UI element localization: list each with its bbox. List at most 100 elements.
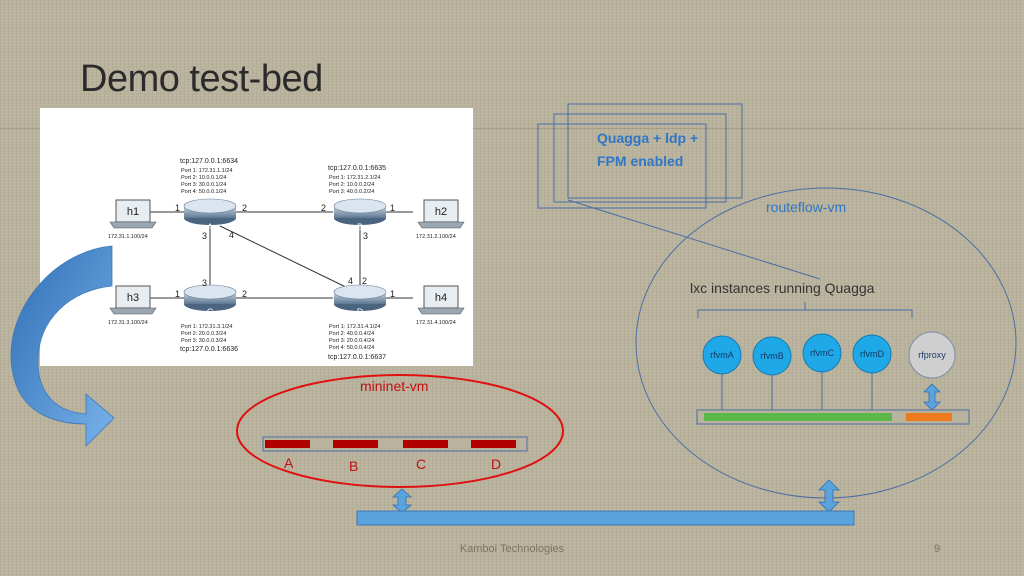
- rfproxy-node: [908, 331, 956, 379]
- callout-line: [567, 199, 821, 280]
- rfvmC-node: [802, 333, 842, 373]
- host-h4: h4: [417, 285, 465, 315]
- port-label: 1: [390, 203, 395, 213]
- curved-arrow: [10, 245, 115, 447]
- mininet-switch-D: [471, 440, 516, 448]
- node-connectors: [721, 372, 873, 410]
- quagga-box-back2: [537, 123, 707, 209]
- port-label: 1: [390, 289, 395, 299]
- host-h1-ip: 172.31.1.100/24: [108, 234, 148, 240]
- switch-C-tcp: tcp:127.0.0.1:6636: [180, 346, 238, 353]
- rfvm-nodes: [702, 331, 956, 379]
- host-h2-label: h2: [435, 206, 447, 218]
- rfvmA-label: rfvmA: [710, 350, 734, 360]
- lxc-label: lxc instances running Quagga: [690, 280, 875, 296]
- rfproxy-double-arrow: [923, 383, 941, 411]
- mininet-vm-ellipse: [236, 374, 564, 488]
- host-h1-label: h1: [127, 206, 139, 218]
- bottom-bus: [356, 510, 855, 526]
- host-h2: h2: [417, 199, 465, 229]
- network-topology-image: A B C D h1 h2: [40, 108, 473, 366]
- routeflow-vm-label: routeflow-vm: [766, 199, 846, 215]
- rfvmB-node: [752, 336, 792, 376]
- port-label: 3: [202, 278, 207, 288]
- topology-svg: A B C D h1 h2: [108, 158, 465, 361]
- rfvmD-label: rfvmD: [860, 349, 884, 359]
- host-h1: h1: [109, 199, 157, 229]
- port-label: 2: [362, 276, 367, 286]
- mininet-switch-A: [265, 440, 310, 448]
- switch-C-port: Port 3: 30.0.0.3/24: [181, 338, 226, 344]
- switch-C-info: Port 1: 172.31.3.1/24 Port 2: 20.0.0.3/2…: [180, 324, 238, 353]
- switch-A-info: tcp:127.0.0.1:6634 Port 1: 172.31.1.1/24…: [180, 158, 238, 195]
- slide-footer: Kamboi Technologies: [459, 543, 565, 555]
- router-B: B: [333, 198, 387, 232]
- port-label: 2: [321, 203, 326, 213]
- page-number: 9: [934, 543, 941, 555]
- switch-A-port: Port 2: 10.0.0.1/24: [181, 175, 226, 181]
- port-label: 3: [363, 231, 368, 241]
- mininet-label-A: A: [284, 455, 294, 471]
- quagga-line2: FPM enabled: [597, 153, 683, 169]
- mininet-vm-label: mininet-vm: [360, 378, 428, 394]
- port-label: 4: [348, 276, 353, 286]
- port-label: 2: [242, 289, 247, 299]
- switch-D-port: Port 1: 172.31.4.1/24: [329, 324, 380, 330]
- mininet-double-arrow: [391, 488, 413, 514]
- switch-D-port: Port 3: 20.0.0.4/24: [329, 338, 374, 344]
- mininet-label-D: D: [491, 456, 501, 472]
- mininet-bus: [262, 436, 528, 452]
- switch-A-port: Port 3: 30.0.0.1/24: [181, 182, 226, 188]
- lxc-brace: [697, 302, 913, 318]
- quagga-line1: Quagga + ldp +: [597, 130, 698, 146]
- router-C: C: [183, 284, 237, 317]
- host-h3: h3: [109, 285, 157, 315]
- quagga-box-back1: [553, 113, 727, 203]
- rfvmB-label: rfvmB: [760, 351, 784, 361]
- routeflow-double-arrow: [818, 479, 840, 513]
- router-C-label: C: [207, 307, 214, 317]
- port-label: 1: [175, 289, 180, 299]
- switch-D-port: Port 2: 40.0.0.4/24: [329, 331, 374, 337]
- router-A: A: [183, 198, 237, 232]
- switch-A-tcp: tcp:127.0.0.1:6634: [180, 158, 238, 165]
- switch-C-port: Port 2: 20.0.0.3/24: [181, 331, 226, 337]
- router-D-label: D: [357, 307, 364, 317]
- switch-B-port: Port 1: 172.31.2.1/24: [329, 175, 380, 181]
- host-h3-ip: 172.31.3.100/24: [108, 320, 148, 326]
- switch-B-info: tcp:127.0.0.1:6635 Port 1: 172.31.2.1/24…: [328, 165, 386, 195]
- switch-A-port: Port 4: 50.0.0.1/24: [181, 189, 226, 195]
- host-h4-label: h4: [435, 292, 447, 304]
- mininet-label-B: B: [349, 458, 358, 474]
- orange-bar: [906, 413, 952, 421]
- router-D: D: [333, 284, 387, 317]
- quagga-box-stack: [537, 103, 743, 209]
- router-B-label: B: [357, 222, 363, 232]
- rfproxy-label: rfproxy: [918, 350, 946, 360]
- switch-B-port: Port 3: 40.0.0.2/24: [329, 189, 374, 195]
- switch-B-tcp: tcp:127.0.0.1:6635: [328, 165, 386, 172]
- switch-A-port: Port 1: 172.31.1.1/24: [181, 168, 232, 174]
- link-A-D: [219, 225, 353, 291]
- switch-D-info: Port 1: 172.31.4.1/24 Port 2: 40.0.0.4/2…: [328, 324, 386, 361]
- title-divider: [0, 128, 1024, 129]
- port-label: 4: [229, 230, 234, 240]
- host-h4-ip: 172.31.4.100/24: [416, 320, 456, 326]
- green-bar: [704, 413, 892, 421]
- port-label: 2: [242, 203, 247, 213]
- host-h3-label: h3: [127, 292, 139, 304]
- slide-title: Demo test-bed: [80, 58, 323, 100]
- port-label: 3: [202, 231, 207, 241]
- router-A-label: A: [207, 222, 213, 232]
- host-h2-ip: 172.31.2.100/24: [416, 234, 456, 240]
- quagga-box: [567, 103, 743, 199]
- mininet-switch-C: [403, 440, 448, 448]
- rfvmA-node: [702, 335, 742, 375]
- rfvmC-label: rfvmC: [810, 348, 834, 358]
- switch-B-port: Port 2: 10.0.0.2/24: [329, 182, 374, 188]
- port-label: 1: [175, 203, 180, 213]
- topology-links: [150, 211, 413, 299]
- mininet-label-C: C: [416, 456, 426, 472]
- switch-C-port: Port 1: 172.31.3.1/24: [181, 324, 232, 330]
